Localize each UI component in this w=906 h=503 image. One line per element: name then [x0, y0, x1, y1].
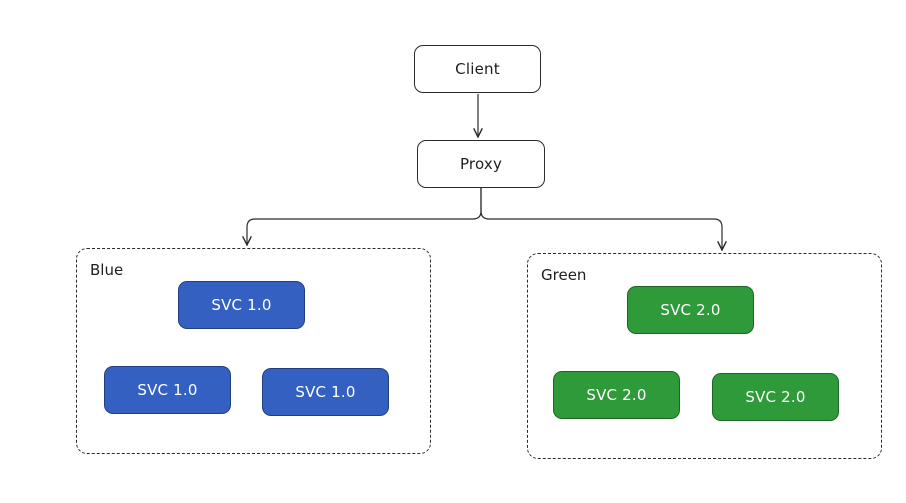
- client-label: Client: [455, 60, 500, 78]
- blue-svc-right-label: SVC 1.0: [295, 383, 356, 401]
- blue-svc-top: SVC 1.0: [178, 281, 305, 329]
- blue-svc-top-label: SVC 1.0: [211, 296, 272, 314]
- proxy-label: Proxy: [459, 155, 503, 173]
- client-node: Client: [414, 45, 541, 93]
- blue-svc-right: SVC 1.0: [262, 368, 389, 416]
- proxy-node: Proxy: [417, 140, 545, 188]
- blue-svc-left: SVC 1.0: [104, 366, 231, 414]
- proxy-to-green-arrow: [480, 188, 722, 250]
- blue-group-label: Blue: [90, 261, 124, 279]
- green-svc-top: SVC 2.0: [627, 286, 754, 334]
- green-svc-left-label: SVC 2.0: [586, 386, 647, 404]
- green-svc-right: SVC 2.0: [712, 373, 839, 421]
- blue-group: [76, 248, 431, 454]
- green-group-label: Green: [541, 266, 587, 284]
- green-svc-right-label: SVC 2.0: [745, 388, 806, 406]
- blue-svc-left-label: SVC 1.0: [137, 381, 198, 399]
- proxy-to-blue-arrow: [247, 188, 482, 245]
- green-svc-left: SVC 2.0: [553, 371, 680, 419]
- green-group: [527, 253, 882, 459]
- green-svc-top-label: SVC 2.0: [660, 301, 721, 319]
